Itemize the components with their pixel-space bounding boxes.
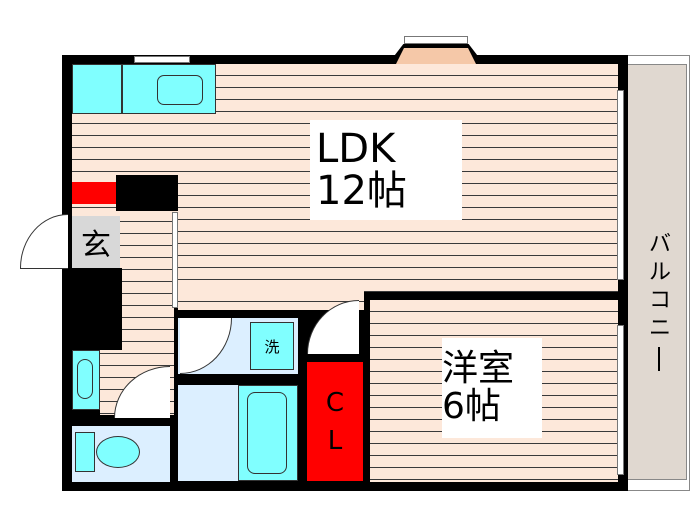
western-room-size: 6帖	[442, 386, 501, 427]
storage-block	[72, 268, 122, 350]
laundry-label: 洗	[264, 337, 280, 356]
ldk-size: 12帖	[316, 168, 407, 214]
balcony-label: バ ル コ ニ	[649, 231, 672, 371]
bathroom	[178, 385, 238, 481]
toilet-bowl	[96, 436, 140, 468]
balcony-char: ル	[649, 260, 672, 285]
kitchen-counter	[72, 64, 122, 114]
toilet-room	[72, 426, 170, 482]
washbasin	[72, 350, 100, 410]
western-room-name: 洋室	[442, 348, 515, 390]
ldk-floor-lower	[178, 290, 364, 310]
bathtub	[238, 385, 298, 481]
bay-window	[388, 36, 484, 64]
balcony: バ ル コ ニ	[624, 55, 690, 491]
western-room-label: 洋室 6帖	[442, 338, 542, 438]
balcony-char: バ	[649, 232, 672, 257]
balcony-char: コ	[649, 288, 672, 313]
western-balcony-window[interactable]	[617, 325, 624, 475]
closet: C L	[307, 362, 363, 481]
kitchen-sink-counter	[122, 64, 216, 114]
ldk-balcony-window[interactable]	[617, 90, 624, 280]
kitchen-window	[134, 56, 190, 63]
closet-label-c: C	[325, 387, 345, 418]
balcony-dash	[658, 347, 660, 371]
closet-label-l: L	[327, 425, 343, 456]
door-line	[20, 268, 68, 269]
shoe-box	[72, 182, 116, 204]
entrance-door[interactable]	[20, 214, 68, 268]
washing-machine: 洗	[250, 322, 294, 370]
sink-icon	[157, 75, 203, 105]
ldk-label: LDK 12帖	[310, 120, 462, 220]
entrance-floor	[72, 216, 120, 268]
bathtub-icon	[247, 392, 287, 474]
entrance-label: 玄	[81, 228, 111, 263]
hall-sliding-door[interactable]	[172, 212, 178, 308]
basin-icon	[77, 359, 93, 399]
entrance-wall-block	[116, 175, 178, 211]
balcony-char: ニ	[649, 316, 672, 341]
ldk-name: LDK	[316, 126, 396, 172]
toilet-tank	[75, 432, 95, 472]
